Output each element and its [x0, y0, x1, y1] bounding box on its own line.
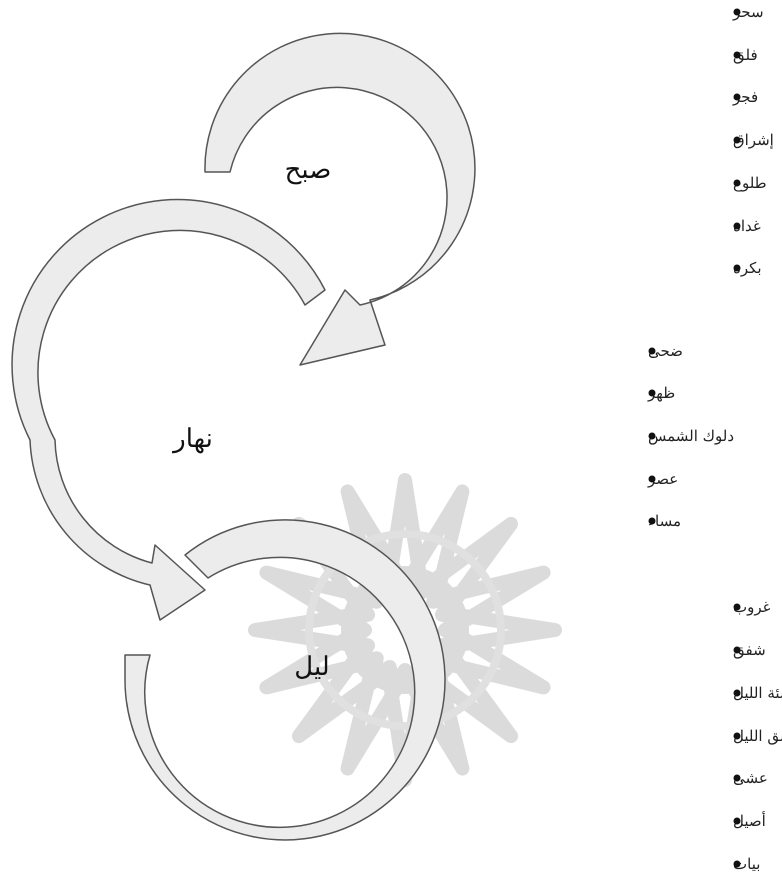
stage-label-daytime: نهار: [171, 424, 213, 454]
list-item: دلوك الشمس: [648, 427, 734, 445]
night-terms-list: غروب شفق ناشئة الليل غسق الليل عشى أصيل …: [733, 598, 782, 873]
stage-label-morning: صبح: [285, 155, 332, 185]
morning-terms-list: سحر فلق فجر إشراق طلوع غداة بكرة: [732, 3, 774, 277]
daytime-terms-list: ضحى ظهر دلوك الشمس عصر مساء: [647, 342, 734, 530]
stage-label-night: ليل: [294, 652, 329, 682]
morning-arrow: [205, 33, 475, 365]
